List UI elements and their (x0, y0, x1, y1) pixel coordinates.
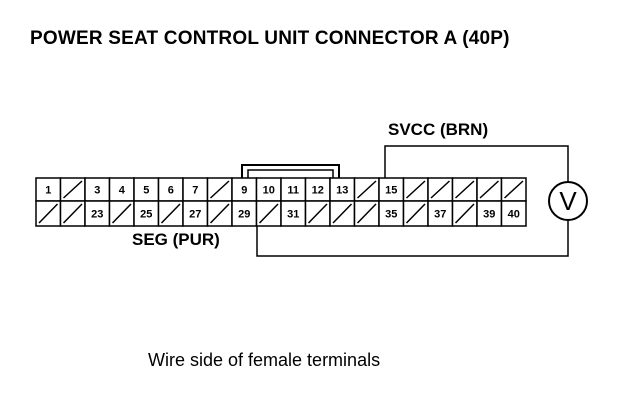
unused-terminal-slash (503, 180, 524, 199)
terminal-number: 40 (508, 209, 520, 221)
unused-terminal-slash (209, 203, 230, 224)
unused-terminal-slash (405, 180, 426, 199)
unused-terminal-slash (430, 180, 451, 199)
unused-terminal-slash (356, 180, 377, 199)
terminal-number: 12 (312, 185, 324, 197)
seg-wire (256, 220, 569, 257)
terminal-cavity-bottom-15 (378, 200, 405, 227)
terminal-number: 37 (434, 209, 446, 221)
voltmeter-symbol: V (559, 186, 577, 216)
connector-bottom-row: 23 25 27 29 31 35 37 39 40 (35, 200, 527, 227)
svcc-wire-label: SVCC (BRN) (388, 120, 489, 139)
unused-terminal-slash (209, 180, 230, 199)
terminal-number: 7 (192, 185, 198, 197)
terminal-number: 3 (94, 185, 100, 197)
terminal-number: 4 (119, 185, 126, 197)
unused-terminal-slash (160, 203, 181, 224)
diagram-caption: Wire side of female terminals (148, 350, 381, 370)
terminal-number: 27 (189, 209, 201, 221)
terminal-number: 10 (263, 185, 275, 197)
svcc-wire (384, 145, 569, 182)
unused-terminal-slash (307, 203, 328, 224)
terminal-number: 11 (287, 185, 299, 197)
terminal-cavity-bottom-9 (231, 200, 258, 227)
unused-terminal-slash (332, 203, 353, 224)
terminal-number: 39 (483, 209, 495, 221)
diagram-title: POWER SEAT CONTROL UNIT CONNECTOR A (40P… (30, 28, 510, 49)
terminal-cavity-bottom-3 (84, 200, 111, 227)
terminal-number: 13 (336, 185, 348, 197)
connector-lock-tab (241, 164, 340, 178)
unused-terminal-slash (111, 203, 132, 224)
unused-terminal-slash (62, 203, 83, 224)
terminal-number: 5 (143, 185, 149, 197)
unused-terminal-slash (356, 203, 377, 224)
terminal-cavity-bottom-20 (500, 200, 527, 227)
terminal-number: 9 (241, 185, 247, 197)
unused-terminal-slash (62, 180, 83, 199)
terminal-number: 29 (238, 209, 250, 221)
unused-terminal-slash (38, 203, 59, 224)
terminal-number: 15 (385, 185, 397, 197)
unused-terminal-slash (454, 203, 475, 224)
terminal-number: 6 (168, 185, 174, 197)
terminal-number: 25 (140, 209, 152, 221)
connector-lock-tab-inner (247, 169, 334, 178)
terminal-number: 1 (45, 185, 51, 197)
unused-terminal-slash (454, 180, 475, 199)
voltmeter-icon (548, 181, 588, 221)
unused-terminal-slash (479, 180, 500, 199)
seg-wire-label: SEG (PUR) (132, 230, 220, 249)
terminal-number: 31 (287, 209, 299, 221)
terminal-number: 23 (91, 209, 103, 221)
unused-terminal-slash (258, 203, 279, 224)
unused-terminal-slash (405, 203, 426, 224)
terminal-number: 35 (385, 209, 397, 221)
